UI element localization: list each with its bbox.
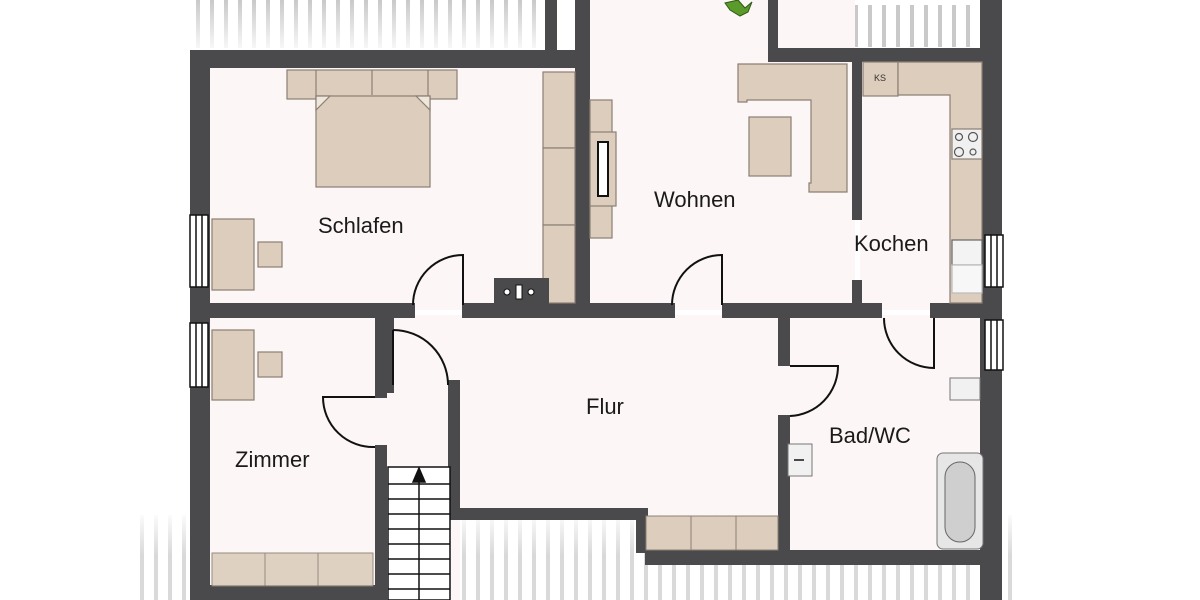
- cabinet-flur: [645, 515, 779, 551]
- room-label-wohnen: Wohnen: [654, 187, 736, 212]
- cabinet-zimmer: [211, 552, 374, 587]
- staircase: [387, 466, 451, 600]
- room-label-flur: Flur: [586, 394, 624, 419]
- fridge-label: KS: [874, 73, 887, 83]
- sofa: [737, 63, 848, 193]
- tv-cabinet: [589, 99, 617, 239]
- room-label-schlafen: Schlafen: [318, 213, 404, 238]
- room-label-zimmer: Zimmer: [235, 447, 310, 472]
- desk-zimmer: [211, 329, 283, 401]
- chimney: [494, 278, 549, 305]
- room-label-bad: Bad/WC: [829, 423, 911, 448]
- bathroom-fixtures: [787, 377, 984, 550]
- plant-icon: [724, 0, 753, 17]
- doors: [321, 253, 935, 449]
- wardrobe-schlafen: [542, 71, 576, 304]
- kitchen-counter: [862, 61, 983, 304]
- desk-schlafen: [211, 218, 283, 291]
- bed: [286, 69, 458, 188]
- walls: [190, 0, 1002, 600]
- room-label-kochen: Kochen: [854, 231, 929, 256]
- windows: [189, 214, 1004, 388]
